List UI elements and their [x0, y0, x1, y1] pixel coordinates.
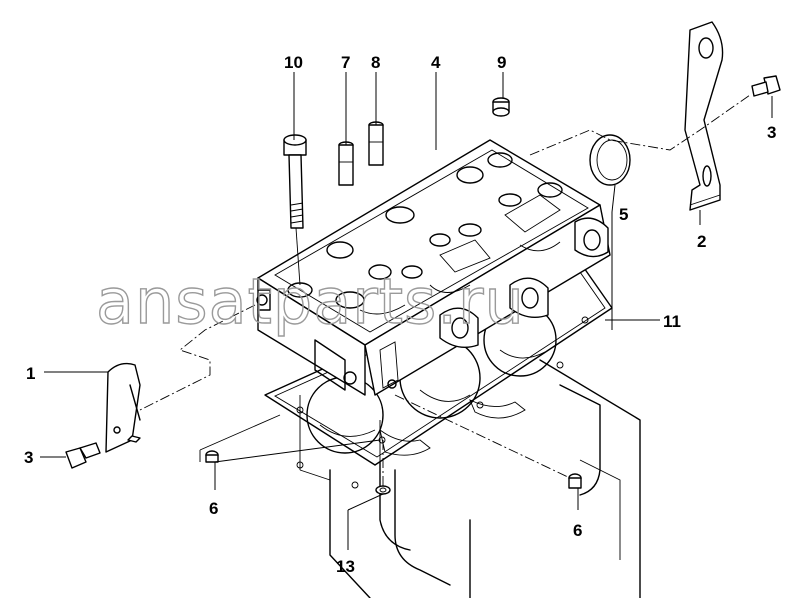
callout-7: 7: [341, 53, 350, 72]
lifting-bracket-right: [684, 21, 724, 211]
callout-1: 1: [26, 364, 35, 383]
leader-lines: [40, 72, 773, 550]
callout-2: 2: [697, 232, 706, 251]
callout-11: 11: [663, 312, 681, 331]
callout-13: 13: [336, 557, 355, 576]
callout-4: 4: [431, 53, 441, 72]
valve-guide-7: [338, 141, 354, 186]
core-plug: [589, 134, 631, 186]
assembly-guides: [139, 94, 751, 488]
sealing-washer: [375, 485, 391, 495]
callout-6-left: 6: [209, 499, 218, 518]
head-bolt: [283, 134, 307, 286]
callout-8: 8: [371, 53, 380, 72]
watermark-text: ansatparts.ru: [96, 265, 525, 338]
valve-stem-seal: [492, 97, 510, 117]
callout-6-right: 6: [573, 521, 582, 540]
engine-block: [329, 359, 641, 598]
bracket-bolt-left: [65, 442, 101, 469]
dowel-pin-right: [568, 473, 582, 489]
dowel-guide-lines: [199, 395, 381, 490]
callout-3-left: 3: [24, 448, 33, 467]
cylinder-head: [256, 139, 611, 396]
valve-guide-8: [368, 121, 384, 166]
callout-3-right: 3: [767, 123, 776, 142]
bracket-bolt-right: [751, 75, 781, 97]
lifting-bracket-left: [105, 362, 141, 453]
callout-10: 10: [284, 53, 303, 72]
callout-9: 9: [497, 53, 506, 72]
dowel-pin-left: [205, 450, 219, 463]
callout-labels: 10 7 8 4 9 1 3 5 2 3 11 6 6 13: [24, 53, 776, 576]
callout-5: 5: [619, 205, 628, 224]
